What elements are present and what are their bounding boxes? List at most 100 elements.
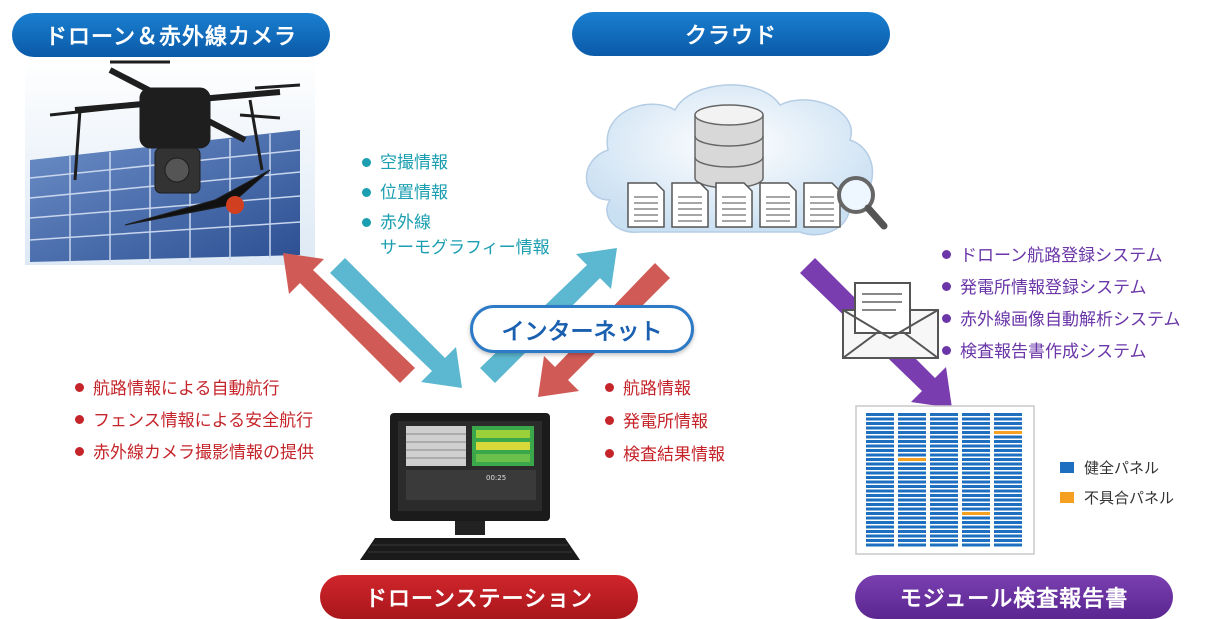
panel-cell-healthy [866,449,894,452]
document-icons [627,182,841,228]
panel-cell-healthy [962,530,990,533]
document-icon [627,182,665,228]
panel-cell-healthy [930,543,958,547]
panel-cell-healthy [962,453,990,457]
internet-badge: インターネット [470,305,694,353]
panel-cell-healthy [962,476,990,479]
cloud-system-item: 発電所情報登録システム [942,272,1181,304]
panel-cell-healthy [866,476,894,479]
downlink-item: 発電所情報 [605,406,725,439]
legend-defective: 不具合パネル [1060,482,1174,512]
panel-cell-healthy [994,521,1022,524]
panel-cell-healthy [866,458,894,461]
panel-cell-healthy [866,489,894,493]
panel-cell-healthy [898,417,926,421]
station-feature-item: 赤外線カメラ撮影情報の提供 [75,437,314,469]
panel-cell-healthy [994,458,1022,461]
panel-cell-healthy [930,539,958,542]
panel-cell-healthy [962,449,990,452]
panel-cell-healthy [898,462,926,466]
panel-cell-healthy [962,489,990,493]
panel-cell-healthy [866,534,894,538]
panel-cell-healthy [962,498,990,502]
panel-cell-healthy [930,413,958,416]
panel-cell-healthy [866,435,894,439]
panel-cell-healthy [898,431,926,434]
panel-cell-healthy [994,462,1022,466]
panel-cell-healthy [930,494,958,497]
panel-cell-healthy [898,480,926,484]
panel-cell-healthy [994,525,1022,529]
panel-cell-healthy [866,440,894,443]
panel-cell-healthy [866,512,894,515]
header-module-report: モジュール検査報告書 [855,575,1173,619]
panel-cell-healthy [866,530,894,533]
panel-cell-healthy [866,521,894,524]
panel-cell-healthy [994,512,1022,515]
monitor-readout: 00:25 [486,474,506,482]
panel-cell-healthy [962,462,990,466]
panel-cell-defective [962,512,990,515]
panel-cell-healthy [962,521,990,524]
cloud-system-item: 赤外線画像自動解析システム [942,304,1181,336]
panel-cell-healthy [898,413,926,416]
panel-cell-healthy [994,453,1022,457]
panel-cell-healthy [994,485,1022,488]
panel-cell-healthy [962,534,990,538]
panel-cell-healthy [930,458,958,461]
panel-cell-healthy [866,539,894,542]
panel-cell-healthy [962,440,990,443]
arrow-station-to-drone [283,253,415,383]
panel-cell-defective [994,431,1022,434]
panel-cell-healthy [930,440,958,443]
panel-cell-healthy [898,485,926,488]
panel-cell-healthy [866,485,894,488]
uplink-info-list: 空撮情報 位置情報 赤外線 サーモグラフィー情報 [362,148,550,261]
header-drone-camera: ドローン＆赤外線カメラ [12,13,330,57]
header-cloud: クラウド [572,12,890,56]
panel-cell-healthy [930,462,958,466]
panel-cell-healthy [962,426,990,430]
panel-cell-healthy [962,458,990,461]
panel-cell-healthy [994,413,1022,416]
panel-cell-healthy [962,494,990,497]
panel-cell-healthy [930,503,958,506]
panel-cell-healthy [866,480,894,484]
panel-cell-healthy [994,449,1022,452]
panel-cell-healthy [930,525,958,529]
panel-cell-healthy [962,525,990,529]
cloud-systems-list: ドローン航路登録システム 発電所情報登録システム 赤外線画像自動解析システム 検… [942,240,1181,368]
legend-healthy: 健全パネル [1060,452,1174,482]
panel-cell-healthy [898,539,926,542]
panel-cell-healthy [898,503,926,506]
panel-cell-healthy [898,543,926,547]
panel-cell-healthy [962,485,990,488]
station-feature-item: 航路情報による自動航行 [75,373,314,405]
panel-cell-healthy [898,530,926,533]
panel-cell-healthy [898,467,926,470]
panel-cell-healthy [866,467,894,470]
panel-cell-healthy [898,422,926,425]
header-drone-station: ドローンステーション [320,575,638,619]
panel-cell-healthy [994,494,1022,497]
panel-cell-healthy [866,498,894,502]
drone-photo [25,55,315,265]
panel-cell-healthy [962,417,990,421]
panel-cell-healthy [930,516,958,520]
panel-cell-healthy [930,521,958,524]
station-features-list: 航路情報による自動航行 フェンス情報による安全航行 赤外線カメラ撮影情報の提供 [75,373,314,469]
panel-cell-healthy [866,525,894,529]
report-legend: 健全パネル 不具合パネル [1060,452,1174,512]
panel-cell-healthy [962,480,990,484]
station-feature-item: フェンス情報による安全航行 [75,405,314,437]
panel-cell-healthy [962,413,990,416]
panel-cell-healthy [898,476,926,479]
panel-cell-healthy [866,494,894,497]
panel-cell-healthy [898,453,926,457]
panel-cell-healthy [962,516,990,520]
panel-cell-healthy [898,521,926,524]
panel-cell-healthy [898,426,926,430]
panel-cell-healthy [930,431,958,434]
panel-cell-healthy [930,471,958,475]
document-icon [759,182,797,228]
